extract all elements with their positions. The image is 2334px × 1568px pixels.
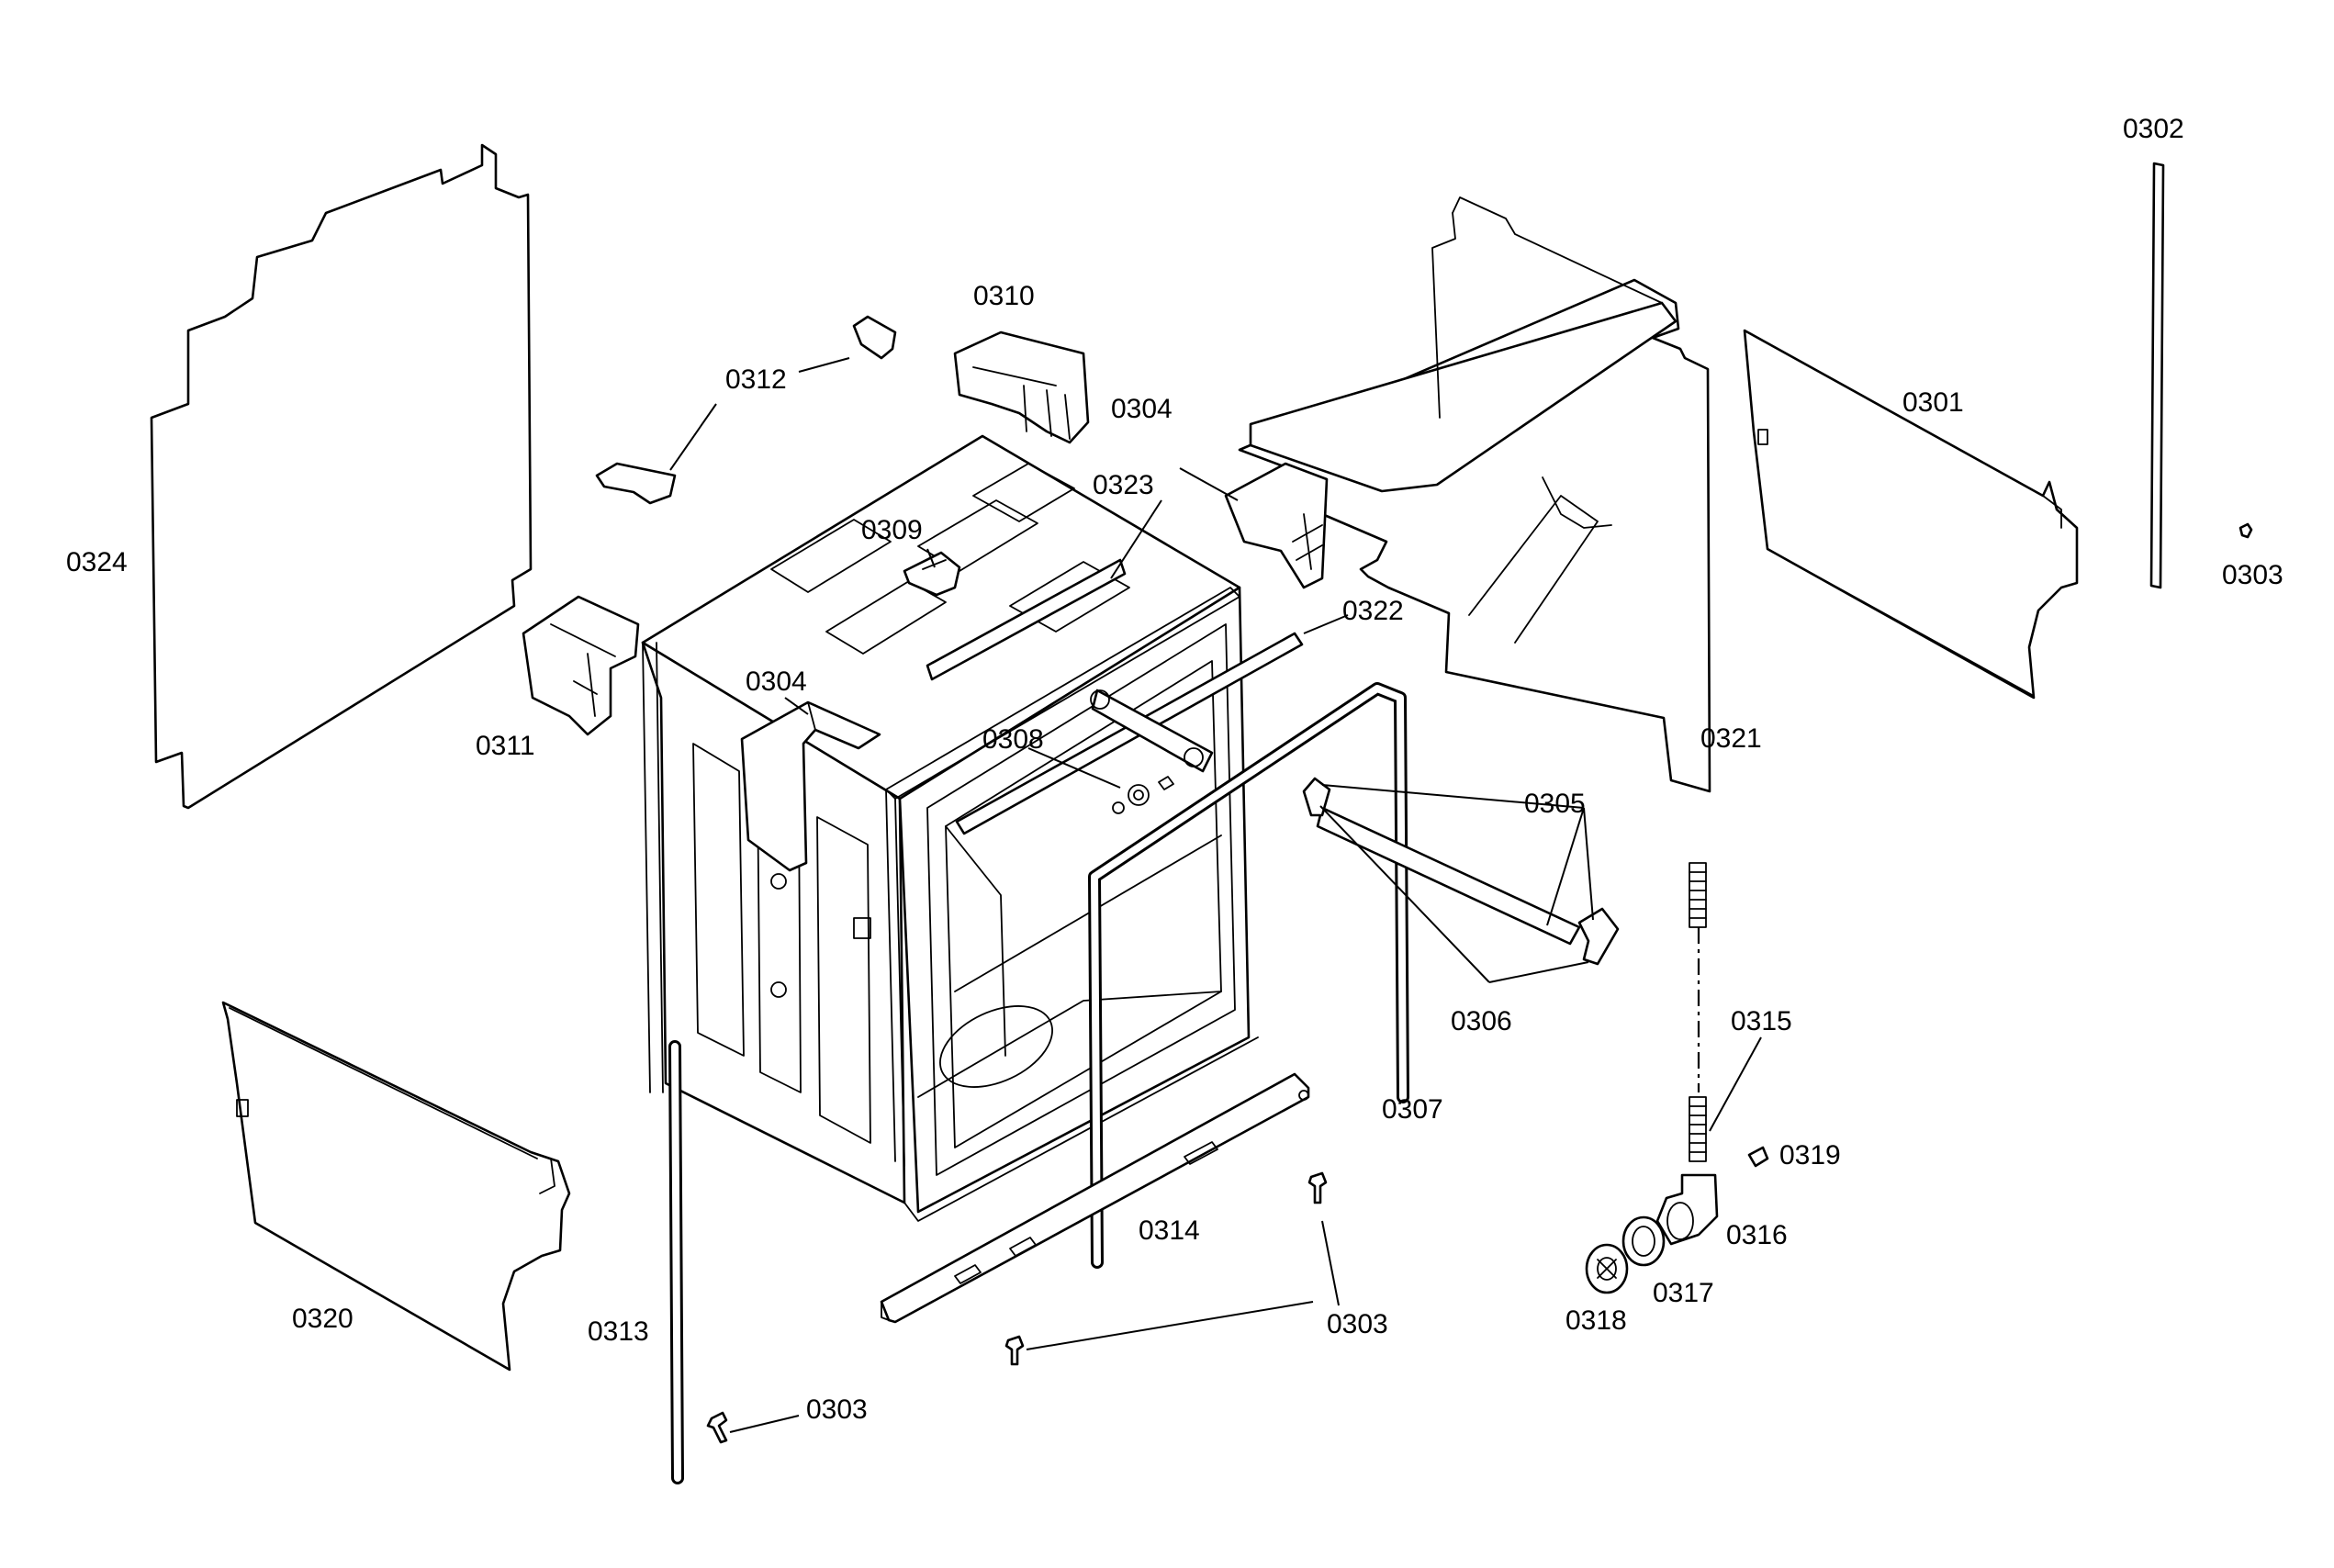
part-0324-side-panel (150, 143, 533, 810)
callout-0303-right: 0303 (2222, 560, 2284, 590)
callout-0308: 0308 (982, 724, 1044, 755)
callout-0303-mid: 0303 (1327, 1309, 1388, 1339)
leader-lines (669, 357, 1762, 1433)
callout-0306: 0306 (1451, 1006, 1512, 1036)
part-0304-lower-bracket (740, 700, 881, 872)
callout-0313: 0313 (588, 1316, 649, 1347)
callout-0305: 0305 (1524, 789, 1586, 819)
part-0316-elbow (1655, 1173, 1719, 1246)
callout-0320: 0320 (292, 1304, 353, 1334)
part-0310-block (953, 330, 1090, 444)
callout-0315: 0315 (1731, 1006, 1792, 1036)
callout-0301: 0301 (1902, 387, 1964, 418)
part-0312-brackets (595, 315, 897, 505)
part-front-gasket (885, 587, 1240, 1167)
part-0315-hose-assembly (1689, 862, 1707, 1162)
callout-0304-upper: 0304 (1111, 394, 1173, 424)
callout-0314: 0314 (1139, 1215, 1200, 1246)
part-0318-cap (1585, 1243, 1629, 1294)
callout-0324: 0324 (66, 547, 128, 577)
callout-0302: 0302 (2123, 114, 2184, 144)
part-0322-rail (955, 632, 1304, 835)
part-0301-panel (1743, 329, 2079, 700)
callout-0317: 0317 (1653, 1278, 1714, 1308)
part-0303-screws (706, 522, 2253, 1444)
part-0319-screw (1747, 1146, 1769, 1168)
part-0302-strip (2149, 162, 2165, 589)
part-0323-top-rail (926, 558, 1127, 681)
callout-0310: 0310 (973, 281, 1035, 311)
callout-0312: 0312 (725, 364, 787, 395)
part-0321-panel (1238, 196, 1711, 793)
part-0309-clip (903, 551, 961, 597)
callout-0307: 0307 (1382, 1094, 1443, 1125)
callout-0309: 0309 (861, 515, 923, 545)
callout-0318: 0318 (1565, 1305, 1627, 1336)
part-0311-block (522, 595, 640, 736)
callout-0323: 0323 (1093, 470, 1154, 500)
callout-0311: 0311 (476, 731, 535, 761)
part-0314-bottom-plate (880, 1072, 1310, 1324)
callout-0303-bottom: 0303 (806, 1394, 868, 1425)
part-0308-bracket (1090, 689, 1214, 814)
callout-0321: 0321 (1700, 723, 1762, 754)
callout-0322: 0322 (1342, 596, 1404, 626)
part-0307-gasket-tube (1088, 682, 1409, 1269)
callout-labels: 0302 0303 0301 0321 0310 0312 0304 0323 … (66, 114, 2284, 1425)
callout-0304-lower: 0304 (746, 666, 807, 697)
callout-0319: 0319 (1779, 1140, 1841, 1170)
part-0317-ring (1621, 1215, 1666, 1267)
part-0305-0306-bar (1302, 777, 1620, 966)
part-0304-upper-bracket (1224, 462, 1329, 589)
part-0320-lower-panel (221, 1001, 571, 1372)
callout-0316: 0316 (1726, 1220, 1788, 1250)
part-0313-strip (668, 1040, 684, 1484)
